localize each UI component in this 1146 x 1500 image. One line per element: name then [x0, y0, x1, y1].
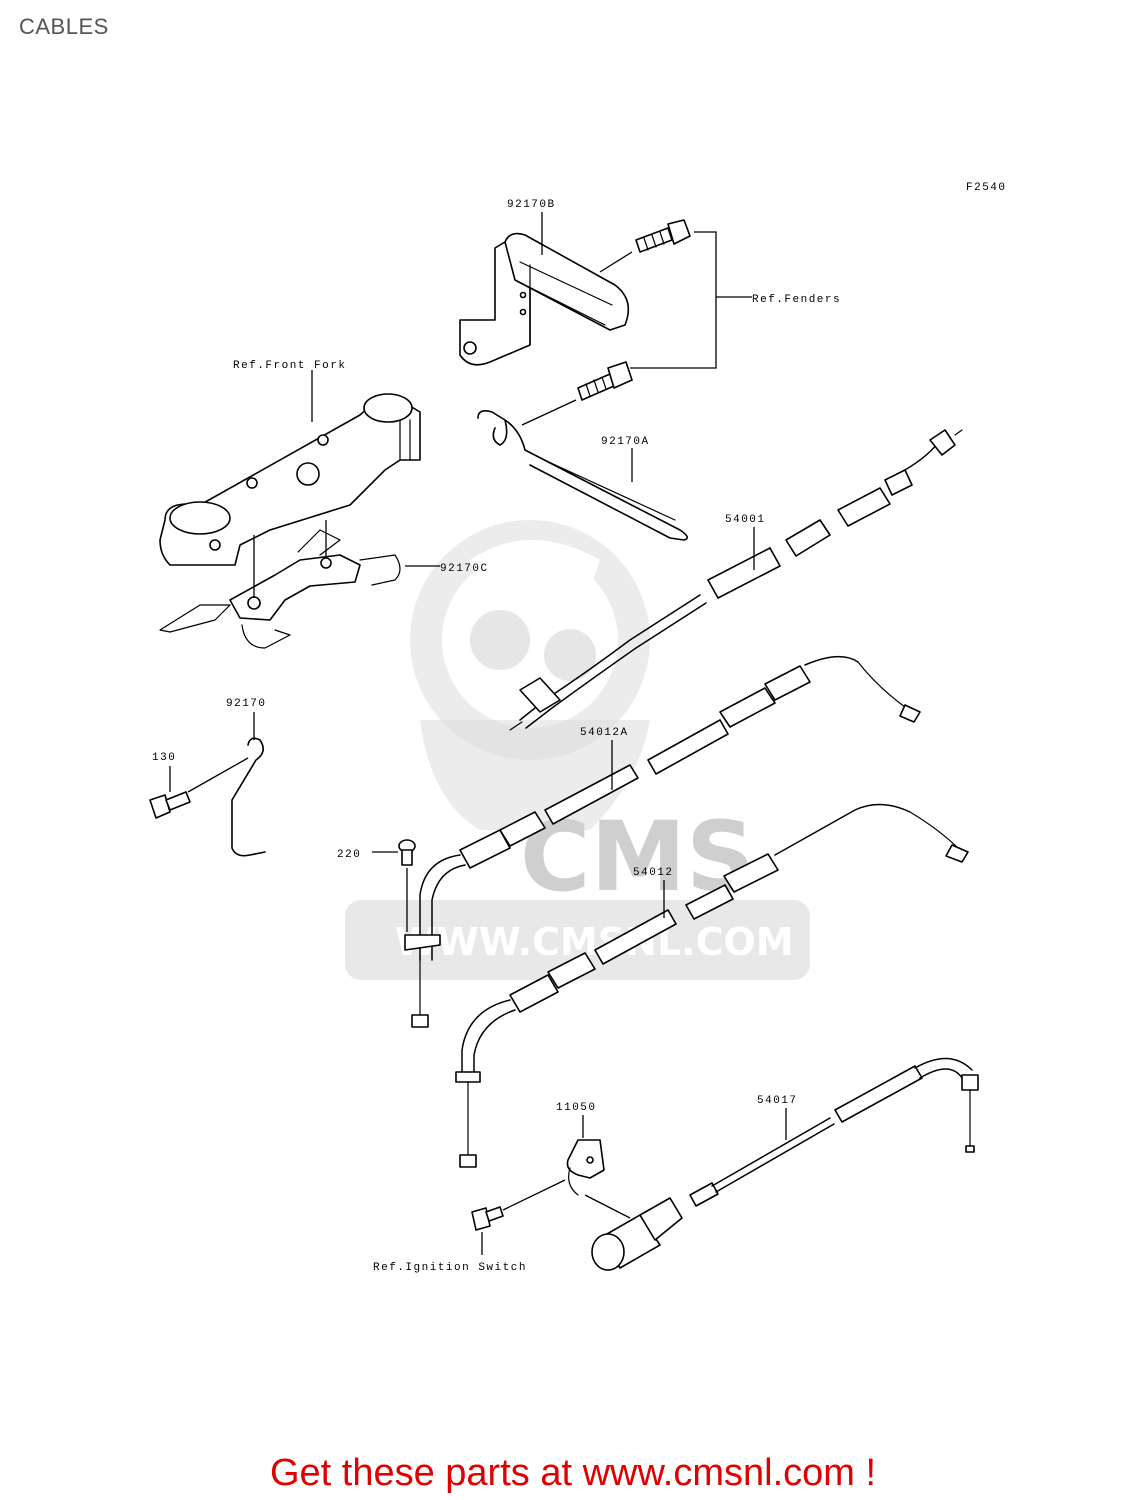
label-54001: 54001: [725, 514, 766, 526]
label-92170b: 92170B: [507, 199, 556, 211]
cable-54017: [591, 1057, 979, 1271]
label-ref-front-fork: Ref.Front Fork: [233, 360, 346, 372]
label-ref-ignition-switch: Ref.Ignition Switch: [373, 1262, 527, 1274]
bolt-ignition: [471, 1206, 504, 1231]
watermark-banner: [345, 900, 810, 980]
bolt-lower: [577, 361, 633, 401]
clamp-92170: [231, 737, 266, 857]
watermark: CMS WWW.CMSNL.COM: [345, 520, 810, 980]
bracket-11050: [566, 1139, 605, 1196]
page-title: CABLES: [19, 14, 109, 39]
label-220: 220: [337, 849, 361, 861]
cable-54001: [509, 429, 963, 731]
cable-54012: [455, 803, 969, 1168]
bolt-upper: [635, 219, 691, 253]
label-11050: 11050: [556, 1102, 597, 1114]
clamp-92170c: [159, 529, 401, 649]
label-130: 130: [152, 752, 176, 764]
label-54012: 54012: [633, 867, 674, 879]
label-54012a: 54012A: [580, 727, 629, 739]
footer-promo[interactable]: Get these parts at www.cmsnl.com !: [269, 1452, 877, 1494]
watermark-url: WWW.CMSNL.COM: [395, 920, 794, 964]
front-fork-bracket: [159, 393, 421, 566]
cable-54012a: [404, 656, 921, 1028]
bolt-130: [149, 791, 191, 819]
label-92170c: 92170C: [440, 563, 489, 575]
label-92170a: 92170A: [601, 436, 650, 448]
figure-code: F2540: [966, 182, 1007, 194]
label-92170: 92170: [226, 698, 267, 710]
clamp-92170a: [477, 410, 688, 541]
screw-220: [398, 839, 416, 866]
bracket-92170b: [459, 232, 630, 366]
label-54017: 54017: [757, 1095, 798, 1107]
label-ref-fenders: Ref.Fenders: [752, 294, 841, 306]
